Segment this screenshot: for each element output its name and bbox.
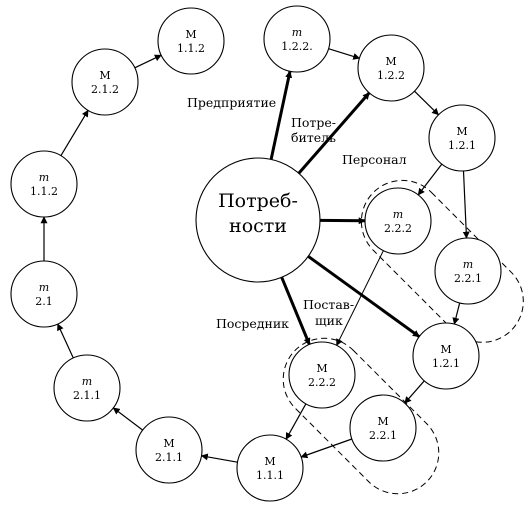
node-number-n13: 1.2.1	[432, 357, 460, 370]
node-number-n2: 2.1.2	[91, 83, 119, 96]
nodes: Потреб- ности M1.1.2M2.1.2m1.1.2m2.1m2.1…	[10, 5, 502, 502]
node-letter-n9: M	[385, 55, 396, 68]
node-number-n6: 2.1.1	[155, 451, 183, 464]
node-letter-n8: m	[292, 26, 302, 39]
node-circle-n2	[71, 48, 139, 116]
node-letter-n1: M	[185, 28, 196, 41]
arrow-n15-to-n7	[300, 438, 353, 459]
arrow-n13-to-n15	[404, 380, 425, 404]
center-label-line2: ности	[229, 215, 287, 237]
arrow-n14-to-n7	[285, 403, 307, 440]
arrow-n9-to-n10	[414, 90, 439, 116]
arrow-n11-to-n14	[336, 250, 384, 347]
edge-labels: Предприятие Потре- битель Персонал Посре…	[187, 95, 407, 331]
center-circle	[195, 157, 321, 283]
arrow-c-to-n14	[280, 276, 311, 346]
node-number-n1: 1.1.2	[177, 42, 205, 55]
node-number-n10: 1.2.1	[448, 139, 476, 152]
arrow-c-to-n8	[269, 70, 293, 160]
node-number-n11: 2.2.2	[384, 222, 412, 235]
label-personnel: Персонал	[342, 152, 407, 167]
node-circle-n13	[412, 322, 480, 390]
arrow-n5-to-n4	[57, 323, 74, 359]
node-letter-n3: m	[39, 171, 49, 184]
node-letter-n12: m	[463, 258, 473, 271]
node-number-n4: 2.1	[35, 295, 53, 308]
arrow-n10-to-n11	[417, 163, 443, 196]
node-number-n9: 1.2.2	[377, 69, 405, 82]
node-letter-n4: m	[39, 281, 49, 294]
label-consumer-line2: битель	[291, 130, 336, 145]
arrow-c-to-n13	[307, 255, 421, 338]
node-circle-n6	[135, 416, 203, 484]
node-number-n7: 1.1.1	[256, 469, 284, 482]
node-letter-n15: M	[377, 415, 388, 428]
node-number-n8: 1.2.2.	[281, 40, 313, 53]
node-number-n12: 2.2.1	[454, 272, 482, 285]
node-circle-n11	[364, 187, 432, 255]
arrow-c-to-n9	[297, 91, 371, 175]
label-enterprise: Предприятие	[187, 95, 276, 110]
group-supplier	[282, 337, 440, 495]
arrow-n3-to-n2	[60, 109, 89, 157]
node-circle-n3	[10, 150, 78, 218]
node-circle-n1	[157, 7, 225, 75]
dashed-groups	[282, 179, 524, 495]
arrow-n12-to-n13	[452, 302, 461, 325]
arrow-n8-to-n9	[328, 48, 361, 60]
arrow-n2-to-n1	[134, 54, 162, 69]
node-number-n15: 2.2.1	[369, 429, 397, 442]
node-letter-n2: M	[99, 69, 110, 82]
node-circle-n10	[428, 104, 496, 172]
node-circle-n8	[263, 5, 331, 73]
node-circle-n15	[349, 394, 417, 462]
node-circle-n4	[10, 260, 78, 328]
edges	[40, 48, 470, 463]
arrow-n10-to-n12	[462, 170, 470, 239]
node-letter-n14: M	[316, 362, 327, 375]
arrow-n7-to-n6	[200, 453, 238, 463]
label-intermediary: Посредник	[216, 316, 289, 331]
node-letter-n6: M	[163, 437, 174, 450]
node-circle-n12	[434, 237, 502, 305]
node-circle-n14	[288, 341, 356, 409]
node-number-n5: 2.1.1	[73, 389, 101, 402]
label-supplier-line1: Постав-	[303, 297, 354, 312]
center-label-line1: Потреб-	[218, 190, 298, 212]
node-circle-n5	[53, 354, 121, 422]
node-number-n3: 1.1.2	[30, 185, 58, 198]
node-letter-n13: M	[440, 343, 451, 356]
node-number-n14: 2.2.2	[308, 376, 336, 389]
node-circle-n9	[357, 34, 425, 102]
node-letter-n10: M	[456, 125, 467, 138]
node-letter-n5: m	[82, 375, 92, 388]
label-supplier-line2: щик	[315, 313, 343, 328]
arrow-n6-to-n5	[112, 407, 144, 431]
node-letter-n11: m	[393, 208, 403, 221]
node-circle-n7	[236, 434, 304, 502]
label-consumer-line1: Потре-	[291, 115, 336, 130]
node-letter-n7: M	[264, 455, 275, 468]
